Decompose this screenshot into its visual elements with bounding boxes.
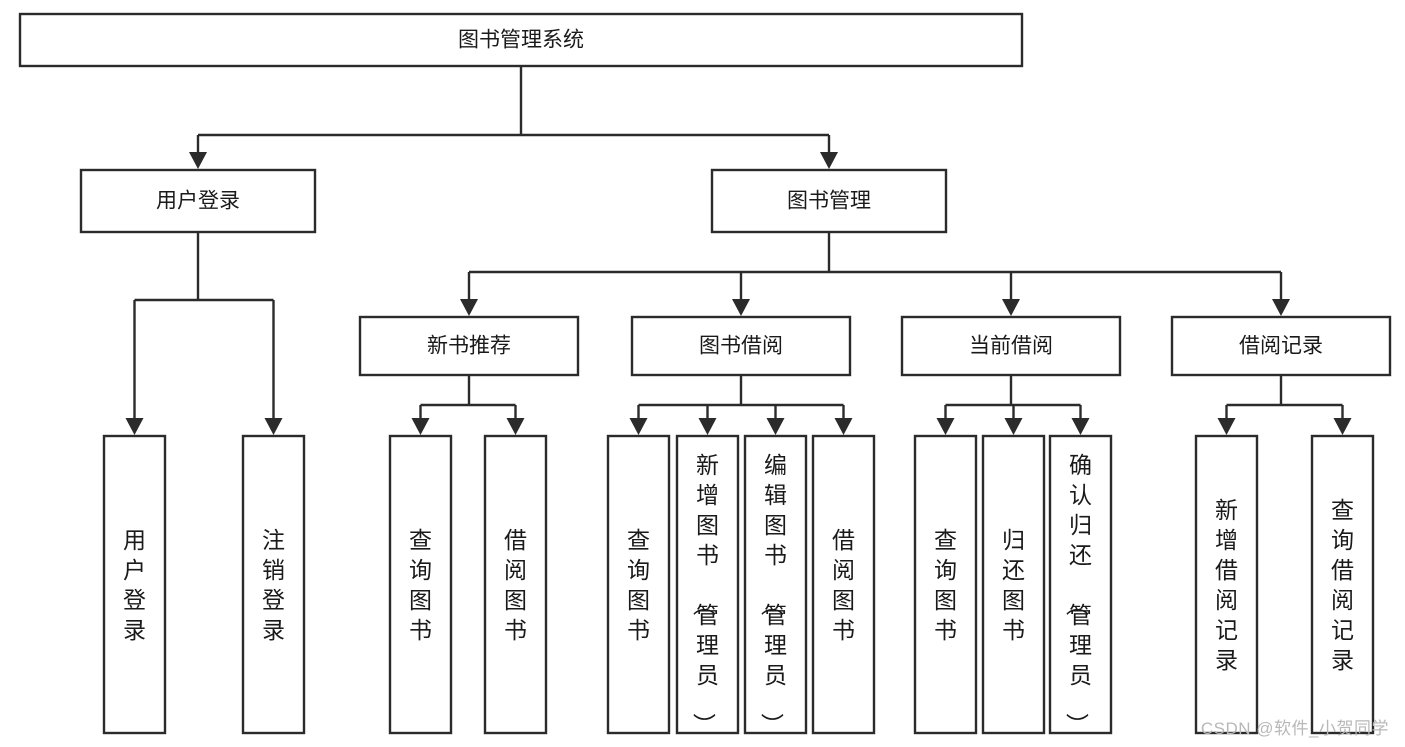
node-submodule-book-borrow-box (630, 315, 852, 377)
node-leaf-add-record[interactable]: 新增借阅记录 (1194, 434, 1259, 735)
node-leaf-user-logout-box (241, 434, 306, 735)
node-leaf-user-login-label: 用户登录 (123, 527, 146, 643)
node-leaf-borrow-book-rec-label: 借阅图书 (504, 527, 527, 643)
node-module-book-manage-label: 图书管理 (787, 190, 871, 213)
connectors-layer (125, 66, 1352, 435)
node-leaf-query-book-rec-box (388, 434, 453, 735)
node-module-user-login-box (79, 168, 317, 234)
node-leaf-return-book-label: 归还图书 (1002, 527, 1025, 643)
node-leaf-user-logout[interactable]: 注销登录 (241, 434, 306, 735)
node-submodule-current-borrow-label: 当前借阅 (969, 335, 1053, 358)
node-leaf-add-record-label: 新增借阅记录 (1215, 497, 1238, 673)
node-leaf-borrow-book-rec[interactable]: 借阅图书 (483, 434, 548, 735)
node-leaf-query-book-borrow-box (606, 434, 671, 735)
node-leaf-borrow-book[interactable]: 借阅图书 (811, 434, 876, 735)
node-leaf-edit-book-label: 编辑图书（管理员） (759, 452, 787, 736)
node-leaf-add-book[interactable]: 新增图书（管理员） (675, 434, 740, 736)
node-root-system-label: 图书管理系统 (458, 29, 584, 52)
nodes-layer: 图书管理系统用户登录图书管理新书推荐图书借阅当前借阅借阅记录用户登录注销登录查询… (18, 12, 1392, 736)
node-submodule-borrow-record[interactable]: 借阅记录 (1170, 315, 1392, 377)
node-leaf-borrow-book-box (811, 434, 876, 735)
node-submodule-borrow-record-box (1170, 315, 1392, 377)
node-leaf-confirm-return-label: 确认归还（管理员） (1064, 452, 1092, 736)
node-leaf-return-book-box (981, 434, 1046, 735)
node-root-system-box (18, 12, 1024, 68)
node-module-user-login[interactable]: 用户登录 (79, 168, 317, 234)
node-leaf-user-logout-label: 注销登录 (262, 527, 285, 643)
node-leaf-query-book-current[interactable]: 查询图书 (913, 434, 978, 735)
node-leaf-user-login-box (102, 434, 167, 735)
node-module-book-manage-box (710, 168, 948, 234)
node-submodule-book-borrow[interactable]: 图书借阅 (630, 315, 852, 377)
node-leaf-query-record-box (1310, 434, 1375, 735)
node-leaf-query-record[interactable]: 查询借阅记录 (1310, 434, 1375, 735)
node-leaf-query-record-label: 查询借阅记录 (1331, 497, 1354, 673)
node-leaf-borrow-book-rec-box (483, 434, 548, 735)
node-leaf-edit-book[interactable]: 编辑图书（管理员） (743, 434, 808, 736)
node-leaf-edit-book-box (743, 434, 808, 735)
node-submodule-new-book-rec-label: 新书推荐 (427, 335, 511, 358)
node-leaf-query-book-rec-label: 查询图书 (409, 527, 432, 643)
watermark-text: CSDN @软件_小贺同学 (1200, 719, 1389, 738)
node-submodule-current-borrow-box (900, 315, 1122, 377)
node-leaf-add-record-box (1194, 434, 1259, 735)
node-submodule-new-book-rec[interactable]: 新书推荐 (358, 315, 580, 377)
node-module-book-manage[interactable]: 图书管理 (710, 168, 948, 234)
node-leaf-borrow-book-label: 借阅图书 (832, 527, 855, 643)
node-leaf-user-login[interactable]: 用户登录 (102, 434, 167, 735)
node-leaf-query-book-borrow[interactable]: 查询图书 (606, 434, 671, 735)
node-leaf-return-book[interactable]: 归还图书 (981, 434, 1046, 735)
node-leaf-confirm-return-box (1048, 434, 1113, 735)
node-submodule-current-borrow[interactable]: 当前借阅 (900, 315, 1122, 377)
node-submodule-book-borrow-label: 图书借阅 (699, 335, 783, 358)
node-module-user-login-label: 用户登录 (156, 190, 240, 213)
node-leaf-query-book-current-box (913, 434, 978, 735)
node-leaf-query-book-borrow-label: 查询图书 (627, 527, 650, 643)
node-submodule-new-book-rec-box (358, 315, 580, 377)
node-submodule-borrow-record-label: 借阅记录 (1239, 335, 1323, 358)
node-leaf-add-book-box (675, 434, 740, 735)
node-leaf-query-book-current-label: 查询图书 (934, 527, 957, 643)
node-root-system[interactable]: 图书管理系统 (18, 12, 1024, 68)
node-leaf-add-book-label: 新增图书（管理员） (691, 452, 719, 736)
node-leaf-query-book-rec[interactable]: 查询图书 (388, 434, 453, 735)
node-leaf-confirm-return[interactable]: 确认归还（管理员） (1048, 434, 1113, 736)
